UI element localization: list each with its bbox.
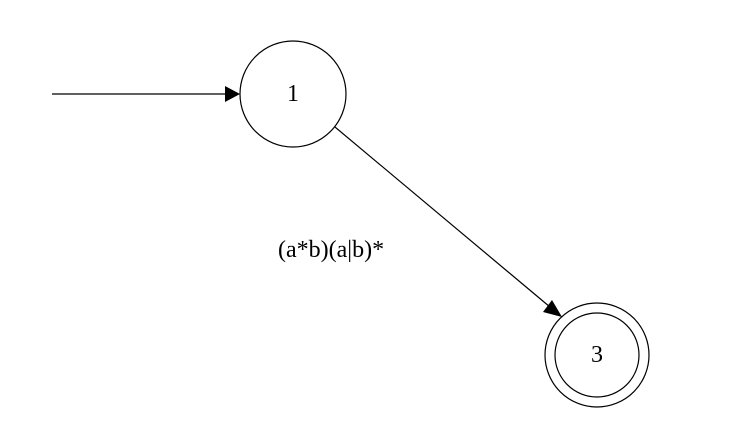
state-1: 1 xyxy=(239,40,347,148)
transition-1-to-3: (a*b)(a|b)* xyxy=(278,126,562,317)
initial-arrow xyxy=(52,86,240,102)
state-3-inner-circle xyxy=(554,312,640,398)
state-3: 3 xyxy=(544,302,650,408)
transition-1-to-3-label: (a*b)(a|b)* xyxy=(278,237,384,263)
state-1-circle xyxy=(239,40,347,148)
initial-arrow-head xyxy=(225,86,240,102)
state-1-label: 1 xyxy=(287,81,299,107)
transition-1-to-3-line xyxy=(334,126,551,308)
transition-1-to-3-head xyxy=(543,300,562,317)
state-3-label: 3 xyxy=(591,342,603,368)
